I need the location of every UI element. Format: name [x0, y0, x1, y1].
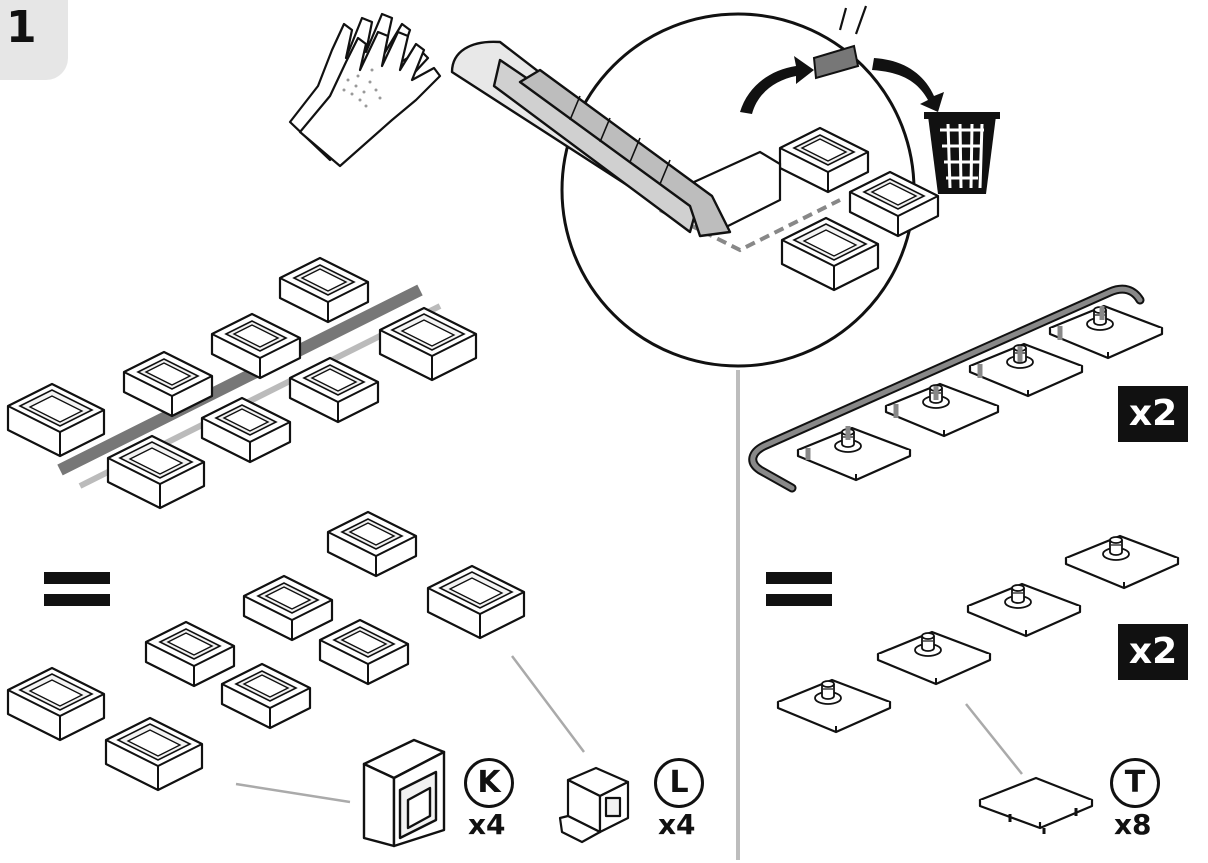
- leader-lines: [235, 655, 1023, 804]
- clip-sprue: [6, 256, 478, 510]
- step-badge: 1: [0, 0, 68, 80]
- part-l-letter: L: [654, 758, 704, 808]
- equals-bar-top-right: [766, 572, 832, 584]
- part-k-letter: K: [464, 758, 514, 808]
- trash-bin-icon: [924, 112, 1000, 194]
- part-l-quantity: x4: [658, 808, 696, 841]
- utility-knife-icon: [450, 40, 732, 238]
- clips-separated: [6, 510, 526, 792]
- part-k-detail: [362, 738, 446, 848]
- cut-piece: [812, 44, 860, 80]
- pieces-multiplier-badge: x2: [1118, 624, 1188, 680]
- equals-bar-bottom-left: [44, 594, 110, 606]
- arrow-icon: [740, 5, 944, 114]
- equals-bar-bottom-right: [766, 594, 832, 606]
- part-l-detail: [558, 766, 630, 844]
- step-number: 1: [6, 2, 37, 53]
- part-k-quantity: x4: [468, 808, 506, 841]
- pad-sprue: [748, 284, 1164, 493]
- equals-bar-top-left: [44, 572, 110, 584]
- part-t-detail: [978, 776, 1094, 834]
- gloves-icon: [288, 12, 442, 168]
- sprue-multiplier-badge: x2: [1118, 386, 1188, 442]
- part-t-letter: T: [1110, 758, 1160, 808]
- part-t-quantity: x8: [1114, 808, 1152, 841]
